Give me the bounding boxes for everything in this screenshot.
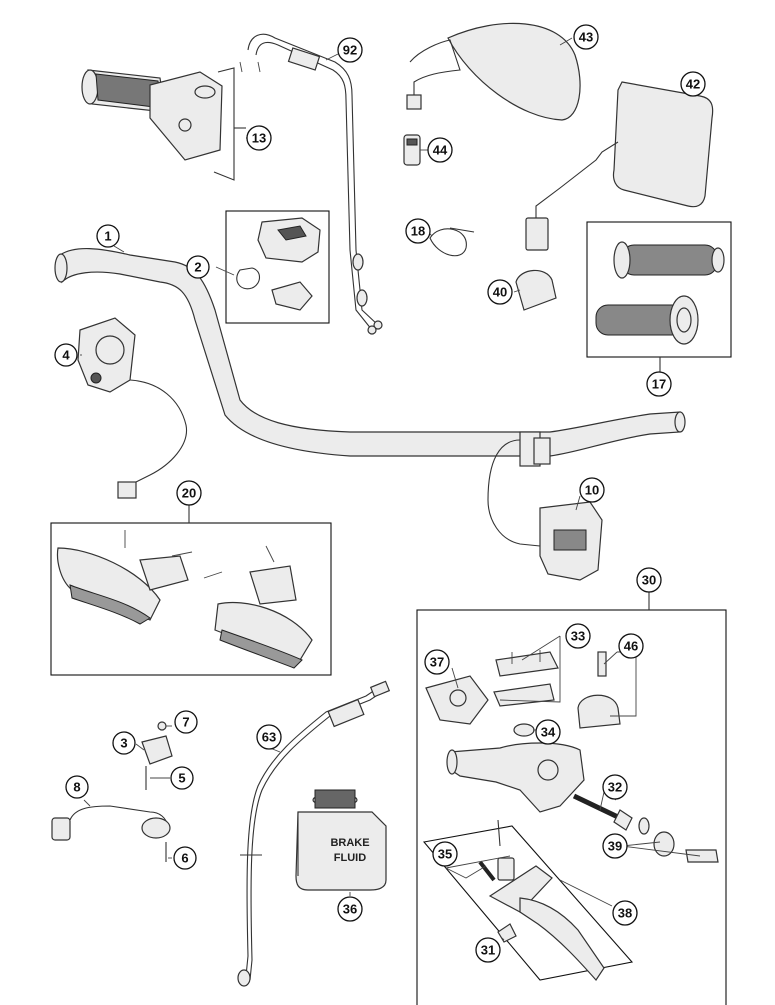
callout-10-label: 10 — [585, 483, 599, 498]
left-switch — [77, 317, 188, 499]
callout-37-label: 37 — [430, 655, 444, 670]
kit-2-frame — [225, 210, 330, 324]
mirror-clamp — [515, 269, 557, 311]
callout-13: 13 — [246, 125, 272, 151]
throttle-grip-assembly — [81, 67, 246, 181]
callout-40: 40 — [487, 279, 513, 305]
callout-8: 8 — [65, 775, 89, 799]
callout-35: 35 — [432, 841, 458, 867]
callout-3-label: 3 — [120, 736, 127, 751]
callout-6: 6 — [173, 846, 197, 870]
mirror-right — [525, 81, 714, 251]
callout-4-label: 4 — [62, 348, 70, 363]
brake-fluid-bottle: BRAKE FLUID — [295, 789, 387, 891]
callout-44: 44 — [427, 137, 453, 163]
hand-guard-kit — [50, 503, 332, 676]
handlebar — [54, 247, 686, 457]
callout-36-label: 36 — [343, 902, 357, 917]
callout-30: 30 — [636, 567, 662, 593]
mirror-left — [406, 22, 581, 121]
callout-34: 34 — [535, 719, 561, 745]
leader-lines — [80, 37, 701, 941]
throttle-cables — [239, 33, 383, 335]
callout-2: 2 — [186, 255, 210, 279]
callout-42-label: 42 — [686, 77, 700, 92]
callout-40-label: 40 — [493, 285, 507, 300]
kit-30-frame — [416, 609, 727, 1005]
callout-4: 4 — [54, 343, 78, 367]
callout-32-label: 32 — [608, 780, 622, 795]
cable-guide-kit — [225, 210, 330, 324]
callout-46: 46 — [618, 633, 644, 659]
brake-fluid-label-line1: BRAKE — [330, 837, 369, 849]
callout-34-label: 34 — [541, 725, 556, 740]
callout-42: 42 — [680, 71, 706, 97]
callout-3: 3 — [112, 731, 136, 755]
callout-8-label: 8 — [73, 780, 80, 795]
callout-44-label: 44 — [433, 143, 448, 158]
callout-30-label: 30 — [642, 573, 656, 588]
callout-43-label: 43 — [579, 30, 593, 45]
callout-20-label: 20 — [182, 486, 196, 501]
callout-13-label: 13 — [252, 131, 266, 146]
brake-fluid-label-line2: FLUID — [334, 852, 366, 864]
cable-tie — [429, 227, 475, 257]
callout-33: 33 — [565, 623, 591, 649]
callout-63: 63 — [256, 724, 282, 750]
brake-line — [237, 680, 391, 987]
callout-43: 43 — [573, 24, 599, 50]
callout-33-label: 33 — [571, 629, 585, 644]
callout-6-label: 6 — [181, 851, 188, 866]
mirror-adapter — [403, 134, 421, 166]
callout-31-label: 31 — [481, 943, 495, 958]
callout-1-label: 1 — [104, 229, 111, 244]
callout-5-label: 5 — [178, 771, 185, 786]
clutch-sensor-cable — [51, 805, 171, 862]
callout-37: 37 — [424, 649, 450, 675]
callout-5: 5 — [170, 766, 194, 790]
right-switch — [487, 431, 603, 581]
kit-17-frame — [586, 221, 732, 358]
callout-17-label: 17 — [652, 377, 666, 392]
callout-39: 39 — [602, 833, 628, 859]
callout-38: 38 — [612, 900, 638, 926]
clutch-switch-parts — [141, 721, 173, 790]
callout-92: 92 — [337, 37, 363, 63]
callout-2-label: 2 — [194, 260, 201, 275]
callout-31: 31 — [475, 937, 501, 963]
callout-18-label: 18 — [411, 224, 425, 239]
kit-20-frame — [50, 522, 332, 676]
callout-39-label: 39 — [608, 839, 622, 854]
callout-38-label: 38 — [618, 906, 632, 921]
callout-7-label: 7 — [182, 715, 189, 730]
callout-92-label: 92 — [343, 43, 357, 58]
callout-18: 18 — [405, 218, 431, 244]
callout-17: 17 — [646, 371, 672, 397]
grip-set — [586, 221, 732, 375]
master-cylinder-assembly — [416, 590, 727, 1005]
callout-10: 10 — [579, 477, 605, 503]
callout-36: 36 — [337, 896, 363, 922]
callout-46-label: 46 — [624, 639, 638, 654]
callout-1: 1 — [96, 224, 120, 248]
callout-20: 20 — [176, 480, 202, 506]
callout-7: 7 — [174, 710, 198, 734]
callout-35-label: 35 — [438, 847, 452, 862]
callout-32: 32 — [602, 774, 628, 800]
callout-63-label: 63 — [262, 730, 276, 745]
